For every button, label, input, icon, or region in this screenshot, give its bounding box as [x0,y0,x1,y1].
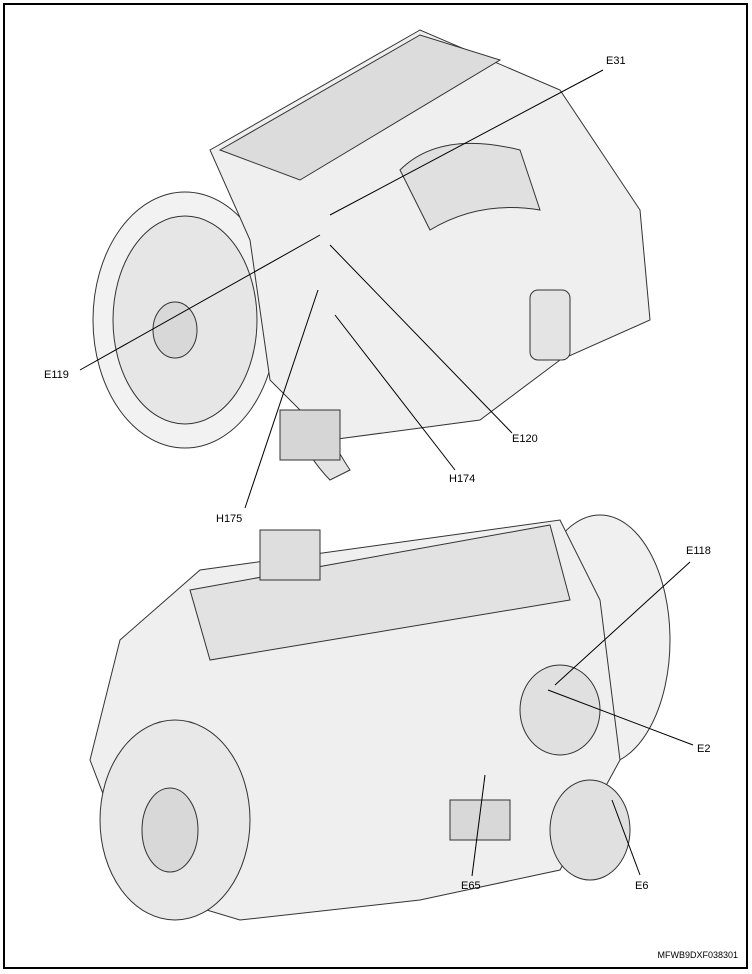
callout-H175: H175 [216,513,243,525]
leader-E65 [471,774,486,877]
leader-H175 [244,289,319,509]
callout-E65: E65 [461,880,481,892]
leader-E6 [611,799,641,876]
callout-H174: H174 [449,473,476,485]
leader-E31 [329,69,604,216]
top-engine-drawing [92,29,651,481]
leader-E120 [329,244,513,434]
leader-E118 [554,561,691,686]
leader-E2 [547,689,694,746]
callout-E31: E31 [606,55,626,67]
bottom-engine-drawing [89,514,671,921]
callout-E2: E2 [697,743,711,755]
leader-H174 [334,314,456,471]
callout-E118: E118 [686,545,711,557]
leader-lines [79,69,694,877]
callout-E119: E119 [44,369,69,381]
diagram-frame [3,3,748,969]
callout-E120: E120 [512,433,538,445]
figure-code: MFWB9DXF038301 [657,950,738,960]
callout-E6: E6 [635,880,649,892]
leader-E119 [79,234,321,371]
